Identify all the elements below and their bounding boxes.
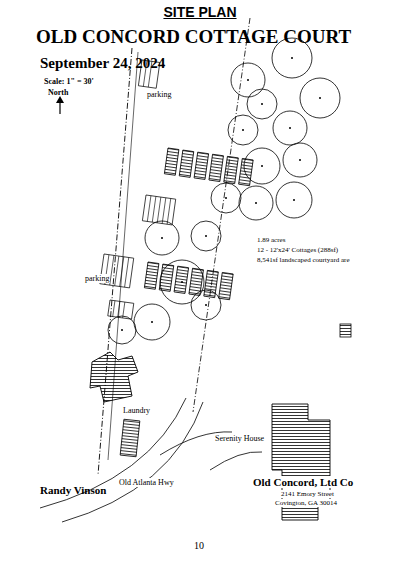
north-arrowhead [56,96,64,103]
tree-trunk [299,159,301,161]
scale-note: Scale: 1" = 30' [44,77,94,86]
tree-trunk [247,79,249,81]
tree-trunk [151,321,153,323]
tree-trunk [161,237,163,239]
cottage [144,262,159,289]
cottage [209,154,224,181]
tree-trunk [205,304,207,306]
tree [300,78,340,118]
tree [211,183,241,213]
north-label: North [48,88,68,97]
tree-trunk [225,197,227,199]
cottage-row [164,148,253,186]
tree [231,63,265,97]
building-label: Laundry [122,406,151,415]
cottage [179,150,194,177]
tree-trunk [255,202,257,204]
road-label: Old Atlanta Hwy [118,478,175,487]
tree [244,148,280,184]
cottage [159,264,174,291]
tree-trunk [261,165,263,167]
tree-trunk [293,199,295,201]
parking-stalls [142,195,175,225]
owner-address: Covington, GA 30014 [274,499,338,507]
tree-trunk [289,127,291,129]
cottage [224,156,239,183]
tree-trunk [261,103,263,105]
tree [160,260,204,304]
tree-trunk [205,235,207,237]
cottage [174,266,189,293]
area-note: 1.89 acres [256,236,286,244]
parking-label: parking [146,90,172,99]
tree [108,316,136,344]
road-edge [40,398,186,508]
road-edge [210,452,262,470]
cottage [219,272,234,299]
tree [134,304,170,340]
cottage-row [144,262,233,300]
tree [283,143,317,177]
tree-trunk [242,129,244,131]
property-line [193,18,250,412]
tree-trunk [121,329,123,331]
tree [239,186,273,220]
plan-date: September 24, 2024 [40,55,165,72]
tree-trunk [319,97,321,99]
cottage [194,152,209,179]
tree [228,115,258,145]
cottage-note: 12 - 12'x24' Cottages (288sf) [256,246,339,254]
shed [340,324,351,337]
author-name: Randy Vinson [40,484,106,496]
laundry-building [120,419,140,456]
tree-trunk [291,57,293,59]
owner-name: Old Concord, Ltd Co [252,476,354,488]
tree [247,89,277,119]
parking-label: parking [84,274,110,283]
page-number: 10 [194,540,204,551]
tree [273,111,307,145]
tree-trunk [181,281,183,283]
courtyard-note: 8,541sf landscaped courtyard are [256,256,351,264]
tree [191,290,221,320]
tree [191,221,221,251]
cottage [239,158,254,185]
page-title: SITE PLAN [0,4,400,20]
tree [145,221,179,255]
owner-address: 2141 Emory Street [280,490,335,498]
main-house [90,352,138,402]
plan-heading: OLD CONCORD COTTAGE COURT [36,26,351,48]
tree [276,182,312,218]
building-label: Serenity House [214,434,265,443]
cottage [189,268,204,295]
road-edge [62,402,203,522]
cottage [164,148,179,175]
